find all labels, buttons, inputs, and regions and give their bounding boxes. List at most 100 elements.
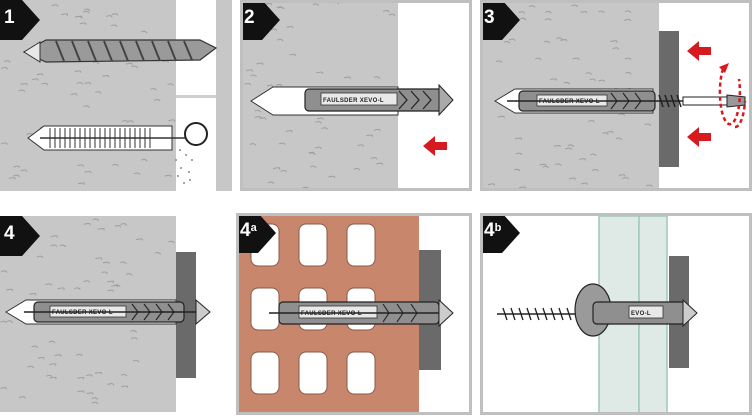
concrete-texture-mark bbox=[612, 47, 620, 50]
concrete-texture-mark bbox=[121, 385, 129, 389]
concrete-texture-mark bbox=[289, 53, 296, 57]
concrete-texture-mark bbox=[150, 88, 157, 91]
wall-plug-icon: FAULSDER XEVO-L bbox=[269, 298, 454, 328]
concrete-texture-mark bbox=[6, 320, 14, 323]
concrete-texture-mark bbox=[270, 28, 277, 31]
concrete-texture-mark bbox=[27, 365, 34, 369]
concrete-texture-mark bbox=[41, 82, 48, 86]
plug-marking: FAULSDER XEVO-L bbox=[301, 311, 362, 317]
concrete-texture-mark bbox=[121, 120, 129, 123]
step-badge bbox=[483, 216, 520, 253]
concrete-texture-mark bbox=[497, 115, 505, 119]
concrete-texture-mark bbox=[578, 158, 586, 161]
concrete-texture-mark bbox=[321, 127, 329, 130]
concrete-texture-mark bbox=[75, 353, 83, 357]
concrete-texture-mark bbox=[135, 238, 143, 241]
concrete-texture-mark bbox=[591, 169, 599, 172]
concrete-texture-mark bbox=[550, 78, 558, 81]
concrete-texture-mark bbox=[556, 37, 563, 40]
concrete-texture-mark bbox=[125, 273, 133, 276]
concrete-texture-mark bbox=[125, 62, 133, 66]
concrete-texture-mark bbox=[48, 340, 56, 344]
insertion-arrow-icon bbox=[423, 136, 447, 156]
concrete-texture-mark bbox=[264, 3, 272, 6]
concrete-texture-mark bbox=[587, 120, 595, 123]
concrete-texture-mark bbox=[568, 177, 576, 181]
concrete-texture-mark bbox=[256, 62, 264, 66]
concrete-texture-mark bbox=[560, 39, 568, 42]
concrete-texture-mark bbox=[508, 38, 516, 42]
concrete-texture-mark bbox=[168, 119, 176, 122]
drill-bit-icon bbox=[22, 39, 218, 63]
concrete-texture-mark bbox=[487, 183, 495, 186]
concrete-texture-mark bbox=[625, 71, 632, 75]
concrete-texture-mark bbox=[20, 169, 28, 172]
concrete-texture-mark bbox=[120, 261, 127, 265]
concrete-texture-mark bbox=[343, 76, 351, 80]
concrete-texture-mark bbox=[618, 113, 626, 116]
step-badge bbox=[243, 3, 280, 40]
concrete-texture-mark bbox=[37, 356, 45, 360]
step-4a-panel: FAULSDER XEVO-L 4a bbox=[236, 213, 472, 415]
concrete-texture-mark bbox=[316, 117, 324, 121]
concrete-texture-mark bbox=[168, 240, 175, 244]
concrete-texture-mark bbox=[518, 186, 527, 188]
concrete-texture-mark bbox=[77, 182, 85, 186]
concrete-texture-mark bbox=[83, 280, 90, 283]
concrete-texture-mark bbox=[315, 121, 322, 124]
concrete-texture-mark bbox=[74, 70, 82, 73]
concrete-texture-mark bbox=[316, 71, 324, 75]
step-badge bbox=[0, 216, 40, 256]
concrete-texture-mark bbox=[254, 109, 262, 113]
concrete-texture-mark bbox=[83, 8, 91, 12]
concrete-texture-mark bbox=[13, 174, 20, 178]
concrete-texture-mark bbox=[278, 142, 286, 146]
insertion-arrow-icon bbox=[687, 127, 711, 147]
cleaning-brush-icon bbox=[27, 122, 208, 151]
concrete-texture-mark bbox=[544, 18, 552, 21]
concrete-texture-mark bbox=[101, 271, 109, 275]
concrete-texture-mark bbox=[130, 330, 138, 333]
concrete-texture-mark bbox=[285, 130, 293, 133]
concrete-texture-mark bbox=[91, 397, 98, 400]
concrete-texture-mark bbox=[301, 186, 309, 188]
concrete-texture-mark bbox=[113, 284, 121, 288]
concrete-texture-mark bbox=[606, 131, 614, 134]
concrete-texture-mark bbox=[153, 99, 161, 102]
concrete-texture-mark bbox=[276, 38, 284, 42]
concrete-texture-mark bbox=[111, 13, 119, 16]
concrete-texture-mark bbox=[249, 143, 257, 146]
concrete-texture-mark bbox=[36, 255, 44, 259]
concrete-texture-mark bbox=[60, 13, 69, 16]
concrete-texture-mark bbox=[50, 244, 58, 247]
step-badge bbox=[483, 3, 520, 40]
plug-marking: FAULSDER XEVO-L bbox=[52, 310, 113, 316]
concrete-texture-mark bbox=[370, 157, 377, 160]
wall-plug-icon: FAULSDER XEVO-L bbox=[507, 90, 683, 112]
concrete-texture-mark bbox=[49, 376, 57, 380]
concrete-texture-mark bbox=[95, 257, 103, 260]
concrete-texture-mark bbox=[8, 177, 16, 180]
concrete-texture-mark bbox=[280, 170, 287, 173]
concrete-texture-mark bbox=[50, 235, 58, 238]
concrete-texture-mark bbox=[580, 11, 588, 14]
concrete-texture-mark bbox=[503, 41, 511, 44]
concrete-texture-mark bbox=[382, 10, 390, 13]
step-badge bbox=[0, 0, 40, 40]
concrete-texture-mark bbox=[84, 170, 92, 174]
concrete-texture-mark bbox=[309, 152, 316, 155]
concrete-texture-mark bbox=[373, 128, 381, 132]
concrete-texture-mark bbox=[353, 168, 361, 171]
concrete-texture-mark bbox=[3, 60, 11, 63]
concrete-texture-mark bbox=[645, 184, 653, 187]
concrete-texture-mark bbox=[86, 374, 93, 377]
concrete-texture-mark bbox=[140, 158, 148, 162]
plug-marking: FAULSDER XEVO-L bbox=[539, 99, 600, 105]
concrete-texture-mark bbox=[624, 57, 632, 61]
concrete-texture-mark bbox=[86, 392, 94, 395]
concrete-texture-mark bbox=[590, 153, 597, 157]
concrete-texture-mark bbox=[91, 401, 99, 405]
concrete-texture-mark bbox=[1, 67, 8, 70]
concrete-texture-mark bbox=[571, 4, 578, 8]
